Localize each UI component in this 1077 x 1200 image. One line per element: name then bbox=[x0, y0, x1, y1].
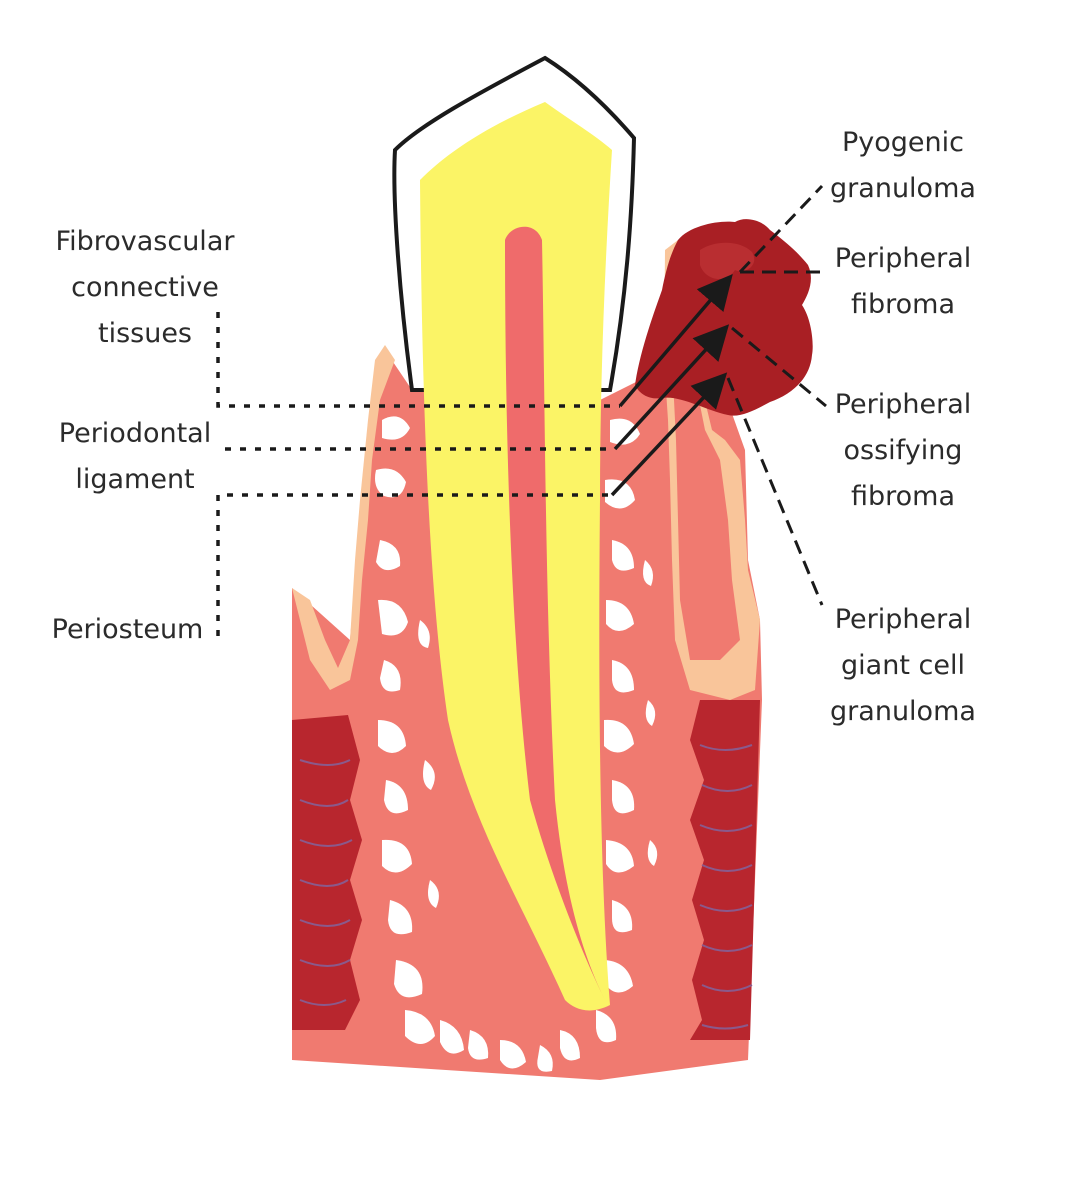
bone-marrow-spaces bbox=[375, 416, 658, 1072]
pulp bbox=[505, 226, 605, 1000]
muscle-fibers bbox=[299, 744, 753, 1030]
label-pyogenic-granuloma: Pyogenic granuloma bbox=[830, 127, 976, 204]
right-leader-lines bbox=[726, 184, 827, 606]
label-periodontal-ligament: Periodontal ligament bbox=[58, 418, 212, 495]
label-peripheral-ossifying-fibroma: Peripheral ossifying fibroma bbox=[834, 389, 972, 512]
periosteum-left bbox=[292, 345, 395, 690]
label-peripheral-fibroma: Peripheral fibroma bbox=[834, 243, 972, 320]
muscle-left bbox=[292, 715, 362, 1030]
lesion-arrows bbox=[610, 274, 733, 497]
label-fibrovascular-connective-tissues: Fibrovascular connective tissues bbox=[55, 226, 235, 349]
gingival-lesion bbox=[635, 219, 813, 416]
label-peripheral-giant-cell-granuloma: Peripheral giant cell granuloma bbox=[830, 604, 976, 727]
left-leader-lines bbox=[216, 312, 620, 636]
label-periosteum: Periosteum bbox=[51, 614, 204, 645]
